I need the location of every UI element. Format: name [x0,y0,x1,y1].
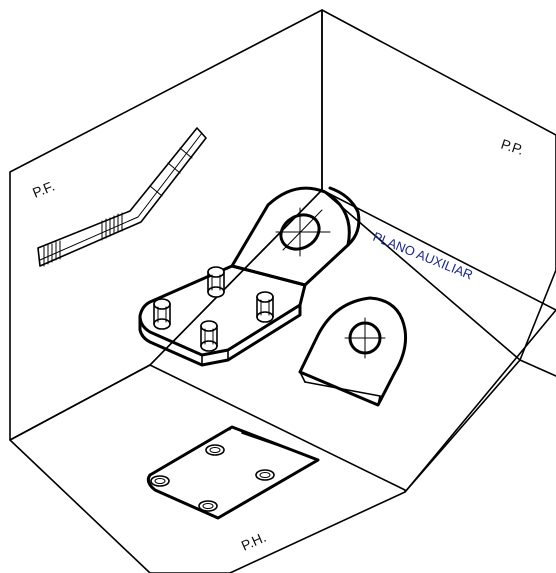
label-horizontal-plane: P.H. [239,529,269,554]
base-hole [207,266,225,298]
auxiliary-view-edge [377,395,381,406]
frontal-view-inner-line [137,132,203,218]
auxiliary-view-edge [299,371,306,383]
frontal-projection [37,127,207,267]
frontal-view-outline [37,127,207,267]
base-hole [153,298,171,330]
auxiliary-projection [298,296,407,407]
frontal-view-inner-line [39,216,139,261]
auxiliary-plane-edge [321,189,556,493]
horizontal-plane [9,364,406,573]
part-inclined-ear [230,186,351,287]
ear-hole [275,207,331,257]
horizontal-view-hole [255,469,275,481]
auxiliary-view-fold-line [304,381,381,397]
auxiliary-plane [321,189,556,493]
label-auxiliary-plane: PLANO AUXILIAR [371,229,475,283]
part-ear-edge [304,271,319,286]
auxiliary-plane-base [404,359,521,493]
profile-plane [321,9,556,361]
horizontal-view-inner-line [241,432,301,454]
horizontal-view-hole [198,500,218,512]
horizontal-projection [146,425,320,520]
label-frontal-plane: P.F. [30,178,57,201]
part-base-side [138,303,302,367]
base-hole [200,320,218,352]
isometric-part [138,186,361,367]
floor-corner-edge [149,189,323,366]
horizontal-view-inner-line [229,426,233,431]
auxiliary-plane-trace [519,359,556,377]
horizontal-view-hole [150,475,170,487]
label-profile-plane: P.P. [499,136,526,158]
auxiliary-view-hole [344,317,386,359]
frontal-hole-hatch [43,147,193,267]
frontal-plane [9,9,323,441]
part-ear-thickness [328,186,361,247]
horizontal-view-hole [205,444,225,456]
auxiliary-view-outline [298,296,407,407]
base-hole [256,291,274,323]
horizontal-view-outline [146,425,320,520]
projection-planes [9,9,556,573]
